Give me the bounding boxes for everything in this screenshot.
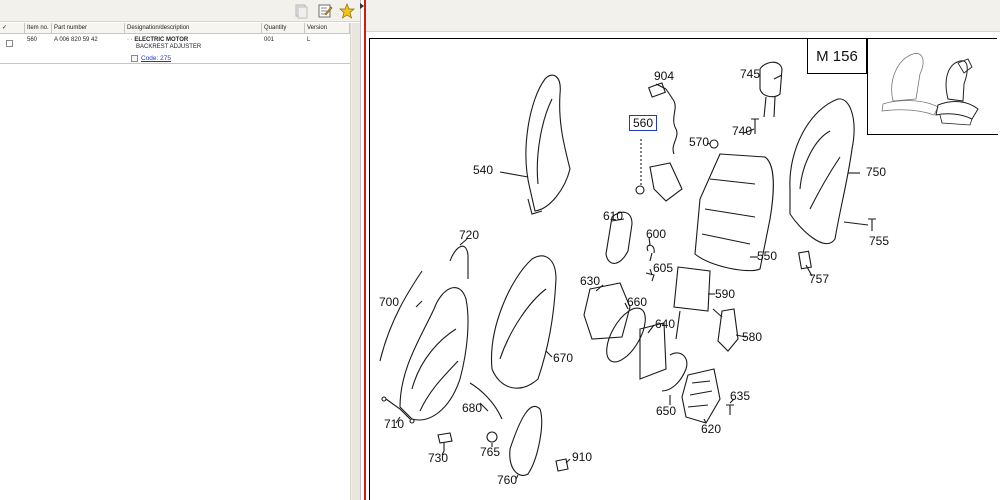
code-line: Code: 275: [127, 55, 262, 62]
row-description: · · ELECTRIC MOTOR BACKREST ADJUSTER Cod…: [125, 34, 262, 63]
parts-list-toolbar: [0, 0, 360, 22]
callout-550[interactable]: 550: [757, 249, 778, 263]
callout-630[interactable]: 630: [580, 274, 601, 288]
callout-710[interactable]: 710: [384, 417, 405, 431]
callout-650[interactable]: 650: [656, 404, 677, 418]
callout-600[interactable]: 600: [646, 227, 667, 241]
seat-parts-illustration: [379, 61, 876, 480]
callout-670[interactable]: 670: [553, 351, 574, 365]
parts-list-scrollbar[interactable]: [350, 23, 360, 500]
callout-760[interactable]: 760: [497, 473, 518, 487]
code-link[interactable]: Code: 275: [141, 55, 171, 62]
callout-720[interactable]: 720: [459, 228, 480, 242]
table-row[interactable]: 560 A 006 820 59 42 · · ELECTRIC MOTOR B…: [0, 34, 350, 64]
favorite-star-icon[interactable]: [338, 2, 356, 20]
header-quantity[interactable]: Quantity: [262, 23, 305, 33]
callout-660[interactable]: 660: [627, 295, 648, 309]
row-part-number: A 006 820 59 42: [54, 37, 98, 43]
callout-740[interactable]: 740: [732, 124, 753, 138]
row-version: L: [307, 37, 311, 43]
callout-765[interactable]: 765: [480, 445, 501, 459]
callout-745[interactable]: 745: [740, 67, 761, 81]
row-checkbox[interactable]: [6, 40, 13, 47]
callout-620[interactable]: 620: [701, 422, 722, 436]
callout-570[interactable]: 570: [689, 135, 710, 149]
row-title: ELECTRIC MOTOR: [134, 37, 189, 43]
callout-904[interactable]: 904: [654, 69, 675, 83]
drawing-panel: M 156: [366, 0, 1000, 500]
parts-table: ✓ Item no. Part number Designation/descr…: [0, 23, 350, 64]
header-check[interactable]: ✓: [0, 23, 25, 33]
callout-540[interactable]: 540: [473, 163, 494, 177]
callout-750[interactable]: 750: [866, 165, 887, 179]
header-item-no[interactable]: Item no.: [25, 23, 52, 33]
callout-755[interactable]: 755: [869, 234, 890, 248]
seat-thumbnail-icon: [881, 53, 979, 126]
parts-list-panel: ✓ Item no. Part number Designation/descr…: [0, 0, 360, 500]
row-subtitle: BACKREST ADJUSTER: [136, 44, 202, 50]
callout-730[interactable]: 730: [428, 451, 449, 465]
callout-635[interactable]: 635: [730, 389, 751, 403]
scrollbar-thumb[interactable]: [352, 23, 360, 500]
callout-610[interactable]: 610: [603, 209, 624, 223]
panel-splitter[interactable]: [360, 0, 364, 500]
splitter-highlight: [364, 0, 366, 500]
header-part-number[interactable]: Part number: [52, 23, 125, 33]
drawing-toolbar: [366, 0, 1000, 32]
callout-590[interactable]: 590: [715, 287, 736, 301]
header-description[interactable]: Designation/description: [125, 23, 262, 33]
callout-640[interactable]: 640: [655, 317, 676, 331]
row-quantity: 001: [264, 37, 275, 43]
header-version[interactable]: Version: [305, 23, 350, 33]
exploded-view-drawing[interactable]: M 156: [369, 38, 998, 500]
callout-560-selected[interactable]: 560: [629, 115, 657, 131]
row-prefix: · ·: [127, 37, 133, 43]
callout-910[interactable]: 910: [572, 450, 593, 464]
model-label: M 156: [807, 39, 867, 74]
callout-605[interactable]: 605: [653, 261, 674, 275]
row-checkbox-cell: [0, 34, 25, 63]
splitter-arrow-icon[interactable]: [360, 3, 364, 9]
callout-757[interactable]: 757: [809, 272, 830, 286]
seat-thumbnail: [867, 39, 998, 135]
row-item-no: 560: [27, 37, 38, 43]
copy-icon[interactable]: [292, 2, 310, 20]
notepad-icon[interactable]: [316, 2, 334, 20]
parts-table-header: ✓ Item no. Part number Designation/descr…: [0, 23, 350, 34]
callout-580[interactable]: 580: [742, 330, 763, 344]
callout-700[interactable]: 700: [379, 295, 400, 309]
callout-680[interactable]: 680: [462, 401, 483, 415]
code-page-icon: [131, 55, 138, 62]
